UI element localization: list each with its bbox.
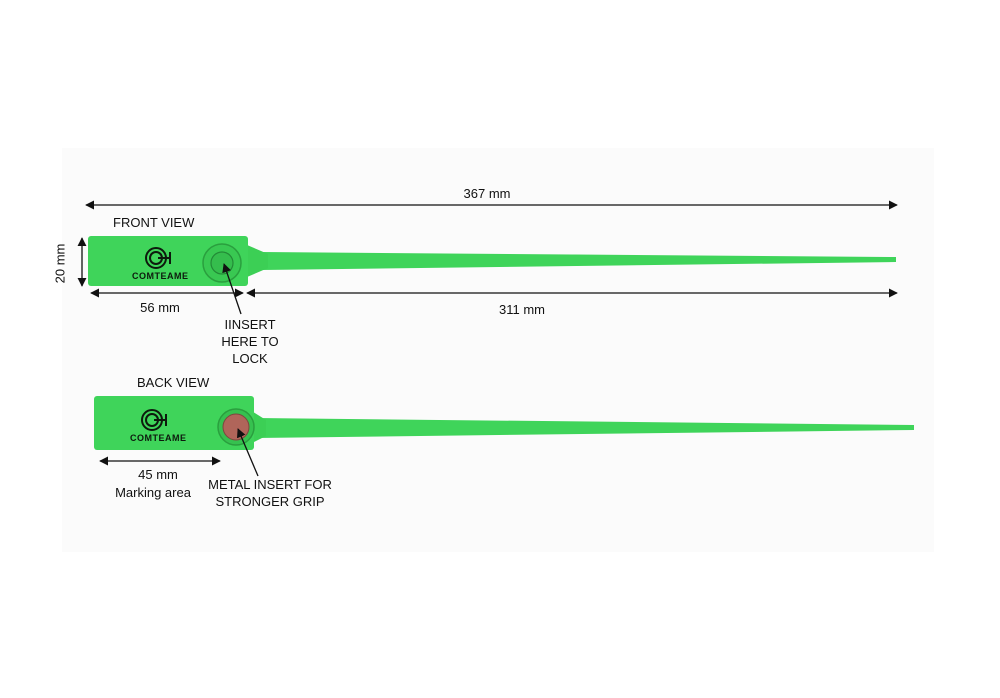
background-panel	[62, 148, 934, 552]
back-logo-icon	[141, 409, 167, 431]
front-view-title: FRONT VIEW	[113, 215, 195, 230]
back-callout-pointer	[237, 428, 259, 477]
dim-marking-label: 45 mm	[138, 467, 178, 482]
dim-head-label: 56 mm	[140, 300, 180, 315]
front-logo-text: COMTEAME	[132, 271, 189, 281]
dim-total-label: 367 mm	[463, 186, 511, 201]
back-seal-head	[94, 396, 254, 450]
front-seal	[88, 236, 896, 286]
marking-area-label: Marking area	[115, 485, 191, 500]
back-seal-tail	[256, 418, 914, 438]
lock-callout-text: IINSERT HERE TO LOCK	[221, 317, 279, 366]
dim-height-label: 20 mm	[52, 243, 68, 284]
dim-tail-label: 311 mm	[499, 302, 545, 317]
metal-insert	[222, 413, 250, 441]
back-view-title: BACK VIEW	[137, 375, 210, 390]
back-logo-text: COMTEAME	[130, 433, 187, 443]
metal-insert-callout-text: METAL INSERT FOR STRONGER GRIP	[208, 477, 332, 509]
front-callout-pointer	[222, 263, 242, 315]
front-seal-tail	[262, 252, 896, 270]
front-logo-icon	[145, 247, 171, 269]
front-lock-hole	[210, 251, 234, 275]
back-seal	[94, 396, 914, 450]
